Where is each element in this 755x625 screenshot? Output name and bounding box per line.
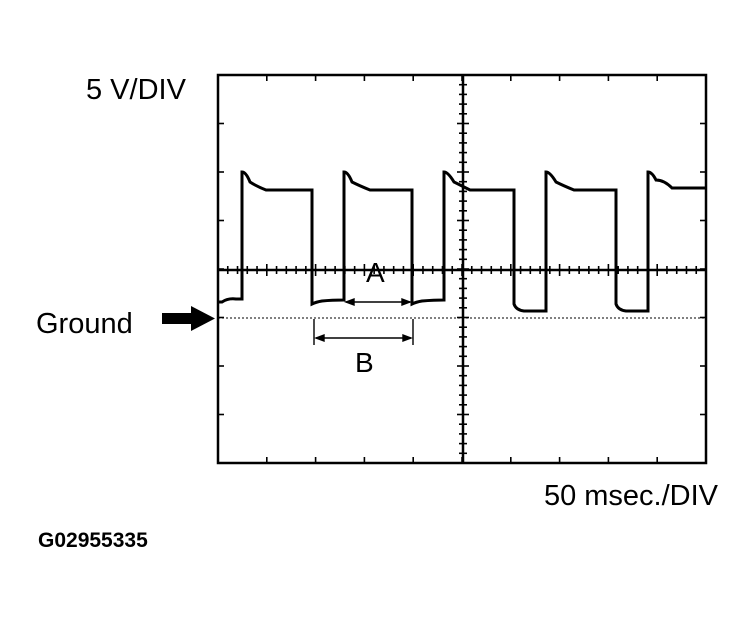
interval-a-arrow xyxy=(344,297,412,307)
time-per-division-label: 50 msec./DIV xyxy=(543,480,718,512)
volts-per-division-label: 5 V/DIV xyxy=(86,74,186,106)
interval-a-label: A xyxy=(366,257,385,288)
ground-label: Ground xyxy=(36,308,133,340)
signal-waveform xyxy=(218,170,706,313)
figure-id: G02955335 xyxy=(38,529,148,552)
interval-b-arrow xyxy=(313,319,414,345)
axis-ticks xyxy=(217,74,707,464)
ground-arrow-icon xyxy=(162,306,215,331)
interval-b-label: B xyxy=(355,347,374,378)
